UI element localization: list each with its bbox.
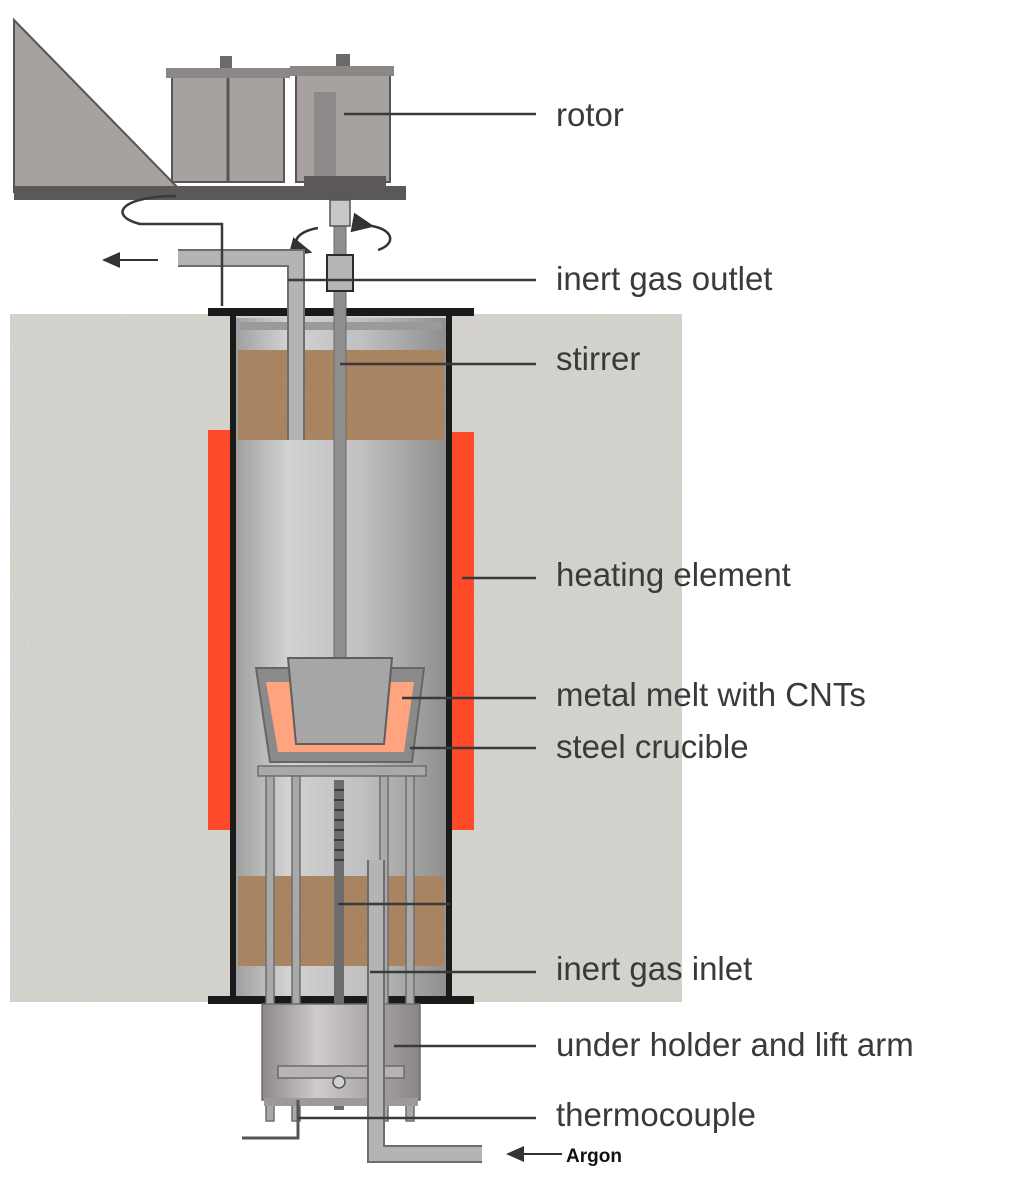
rotor-base-plate bbox=[14, 186, 406, 200]
label-argon: Argon bbox=[566, 1146, 622, 1167]
stand-leg-2 bbox=[291, 775, 301, 1122]
crucible-stand-top bbox=[257, 765, 427, 777]
gas-inlet-pipe-core bbox=[369, 860, 482, 1161]
rotor-bracket bbox=[13, 17, 185, 193]
heating-element-right bbox=[450, 432, 474, 830]
rotor-cable bbox=[121, 194, 224, 306]
motor-left-knob bbox=[220, 56, 232, 68]
heating-element-left bbox=[208, 430, 232, 830]
label-steel-crucible: steel crucible bbox=[556, 728, 749, 765]
motor-left-cap bbox=[166, 68, 290, 78]
label-thermocouple: thermocouple bbox=[556, 1096, 756, 1133]
pivot-bolt bbox=[332, 1075, 346, 1089]
stand-leg-1 bbox=[265, 775, 275, 1122]
motor-right-inner bbox=[314, 92, 336, 178]
stirrer-head bbox=[286, 657, 394, 745]
label-rotor: rotor bbox=[556, 96, 624, 133]
motor-right-cap bbox=[290, 66, 394, 76]
label-stirrer: stirrer bbox=[556, 340, 640, 377]
label-inert-gas-inlet: inert gas inlet bbox=[556, 950, 752, 987]
chamber-right-wall bbox=[446, 314, 452, 1002]
stirrer-coupling bbox=[326, 254, 354, 292]
label-heating-element: heating element bbox=[556, 556, 791, 593]
lift-arm-foot bbox=[264, 1098, 418, 1106]
label-metal-melt: metal melt with CNTs bbox=[556, 676, 866, 713]
stand-leg-4 bbox=[405, 775, 415, 1122]
label-under-holder: under holder and lift arm bbox=[556, 1026, 914, 1063]
rotation-arrow-left bbox=[288, 226, 319, 257]
thermocouple-wire bbox=[242, 1100, 300, 1140]
gas-outlet-pipe-core bbox=[178, 251, 303, 440]
motor-right-knob bbox=[336, 54, 350, 66]
motor-right bbox=[295, 71, 391, 183]
lift-screw bbox=[334, 780, 344, 1110]
rotation-arrow-right bbox=[350, 212, 392, 252]
chamber-left-wall bbox=[230, 314, 236, 1002]
motor-foot bbox=[304, 176, 386, 188]
rotor-chuck bbox=[329, 199, 351, 227]
label-inert-gas-outlet: inert gas outlet bbox=[556, 260, 772, 297]
